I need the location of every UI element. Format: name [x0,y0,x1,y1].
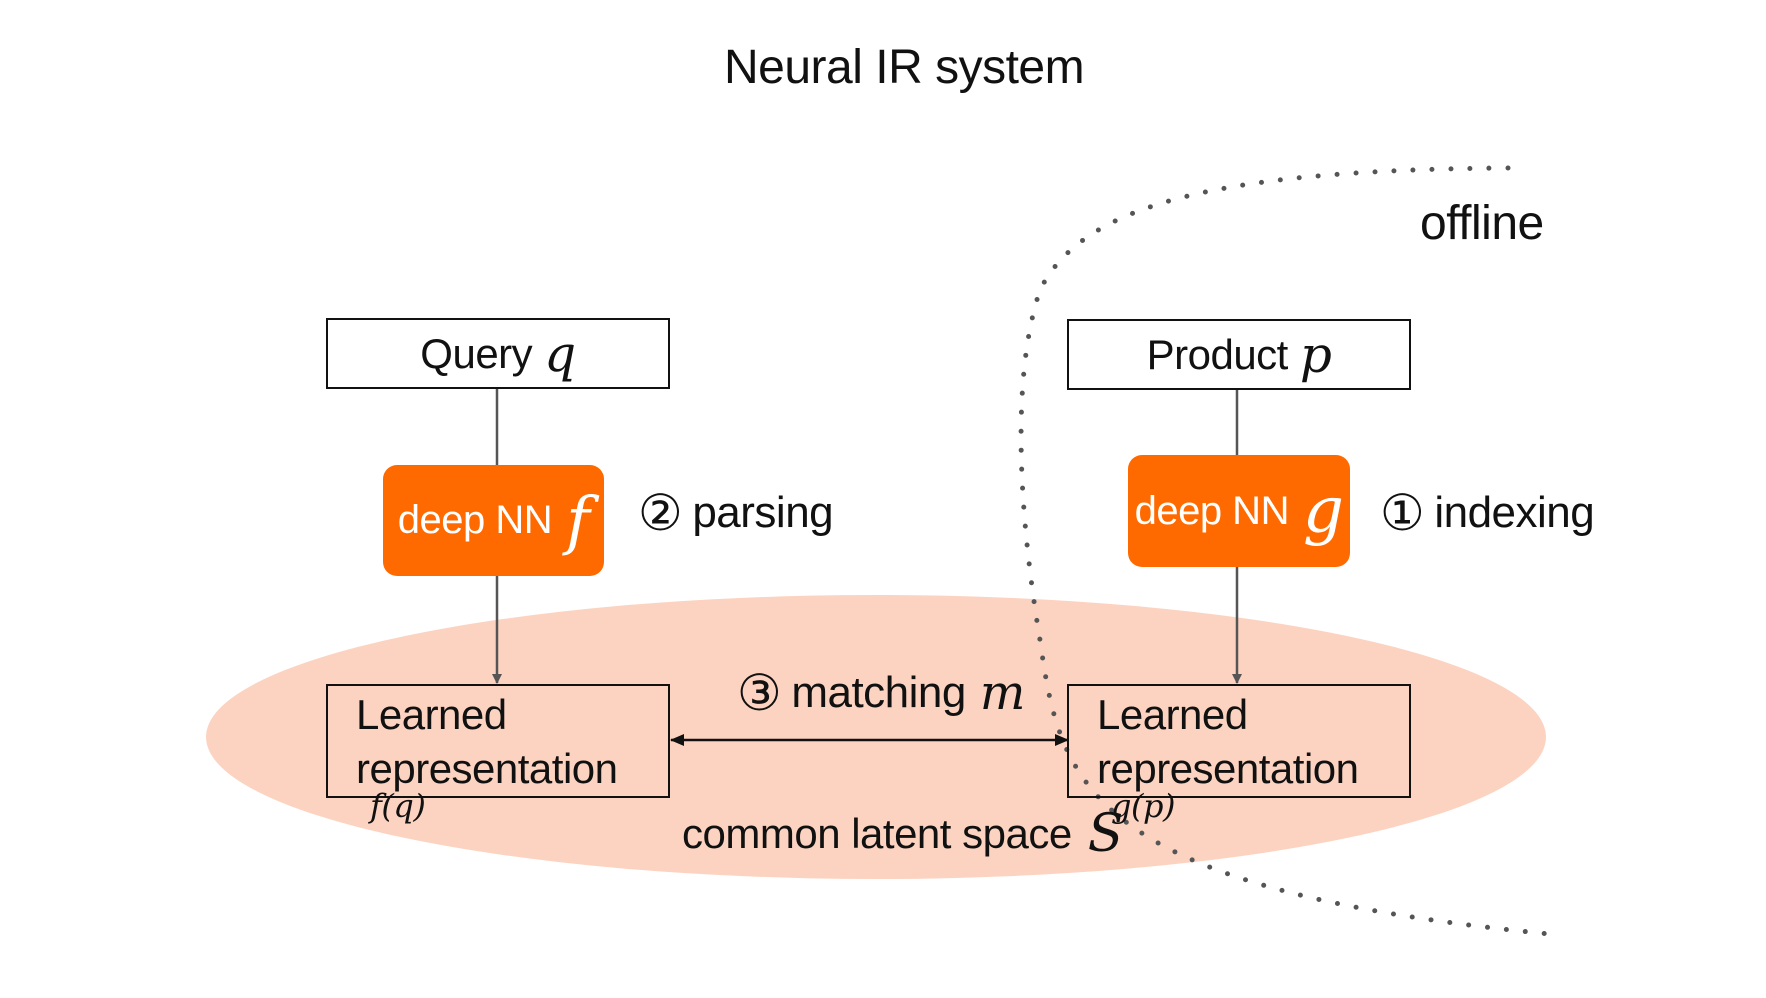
query-rep-line2: representation [356,745,618,792]
latent-space-symbol: S [1087,804,1124,864]
matching-symbol: m [979,665,1026,721]
step-matching-text: matching [791,668,966,717]
product-representation-box: Learned representation g(p) [1067,684,1411,822]
step-indexing: ① indexing [1380,484,1595,542]
deep-nn-g-symbol: g [1302,474,1344,548]
step-parsing-text: parsing [692,488,834,537]
product-rep-line1: Learned [1097,691,1248,738]
query-representation-box: Learned representation f(q) [326,684,670,822]
query-rep-line1: Learned [356,691,507,738]
latent-space-text: common latent space [682,810,1072,857]
product-symbol: p [1299,325,1332,384]
deep-nn-g-box: deep NN g [1128,455,1350,567]
step-indexing-text: indexing [1434,488,1595,537]
query-symbol: q [544,324,576,383]
deep-nn-f-symbol: f [566,483,590,558]
latent-space-label: common latent space S [682,808,1123,860]
product-box: Product p [1067,319,1411,390]
step-matching: ③ matching m [737,668,1025,718]
diagram-title: Neural IR system [724,41,1085,94]
offline-label: offline [1420,197,1544,250]
deep-nn-f-label: deep NN [397,498,553,542]
step-1-marker: ① [1380,484,1425,542]
deep-nn-g-label: deep NN [1134,488,1290,533]
step-parsing: ② parsing [638,484,834,542]
product-label: Product [1146,330,1289,378]
deep-nn-f-box: deep NN f [383,465,604,576]
product-rep-symbol: g(p) [1111,787,1175,825]
step-2-marker: ② [638,484,683,542]
query-label: Query [420,329,533,377]
product-rep-line2: representation [1097,745,1359,792]
query-box: Query q [326,318,670,389]
query-rep-symbol: f(q) [370,787,426,825]
offline-boundary [1018,165,1563,938]
step-3-marker: ③ [737,664,782,722]
